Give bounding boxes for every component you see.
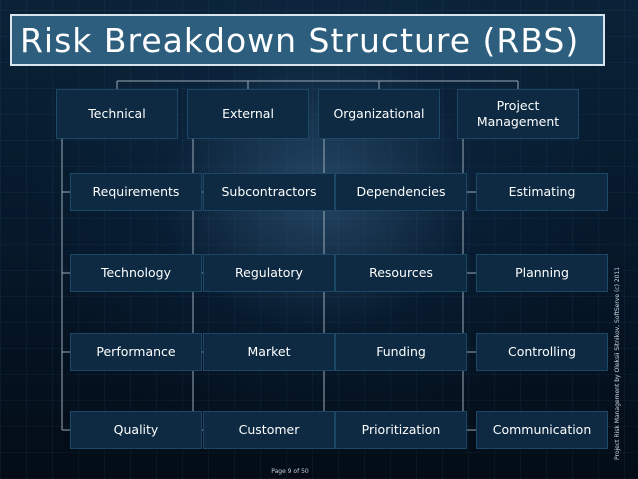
category-organizational: Organizational (318, 89, 440, 139)
category-project-management: Project Management (457, 89, 579, 139)
page-number: Page 9 of 50 (271, 468, 309, 475)
risk-resources: Resources (335, 254, 467, 292)
risk-customer: Customer (203, 411, 335, 449)
category-technical: Technical (56, 89, 178, 139)
title-bar: Risk Breakdown Structure (RBS) (10, 14, 605, 66)
risk-planning: Planning (476, 254, 608, 292)
risk-quality: Quality (70, 411, 202, 449)
risk-regulatory: Regulatory (203, 254, 335, 292)
risk-dependencies: Dependencies (335, 173, 467, 211)
slide-title: Risk Breakdown Structure (RBS) (20, 20, 580, 60)
risk-technology: Technology (70, 254, 202, 292)
risk-controlling: Controlling (476, 333, 608, 371)
risk-communication: Communication (476, 411, 608, 449)
risk-funding: Funding (335, 333, 467, 371)
category-external: External (187, 89, 309, 139)
risk-estimating: Estimating (476, 173, 608, 211)
risk-market: Market (203, 333, 335, 371)
risk-subcontractors: Subcontractors (203, 173, 335, 211)
risk-performance: Performance (70, 333, 202, 371)
copyright-note: Project Risk Management by Oleksii Sitni… (614, 266, 621, 460)
risk-prioritization: Prioritization (335, 411, 467, 449)
risk-requirements: Requirements (70, 173, 202, 211)
